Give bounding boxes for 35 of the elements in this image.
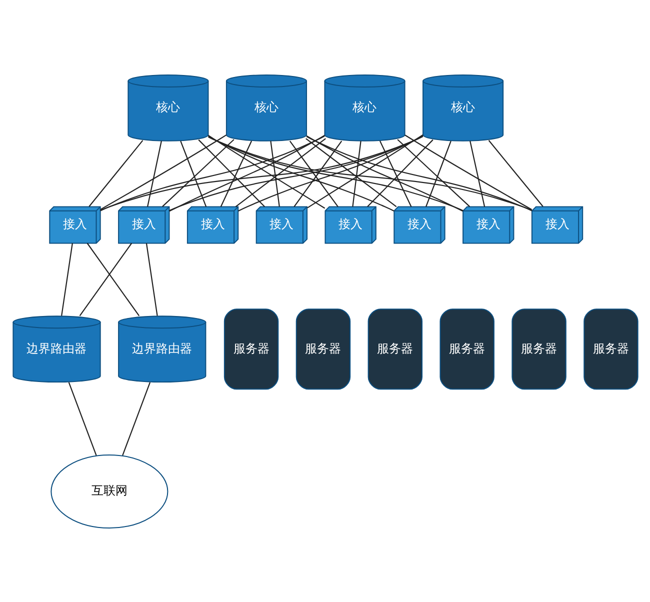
connector — [122, 382, 150, 456]
node-box: 服务器 — [439, 308, 494, 390]
connector — [488, 140, 543, 206]
connector — [207, 134, 325, 208]
connector — [270, 140, 280, 206]
connector — [180, 140, 206, 206]
connector — [146, 140, 162, 206]
node-box: 服务器 — [367, 308, 422, 390]
node-box: 服务器 — [511, 308, 566, 390]
node-box: 服务器 — [295, 308, 350, 390]
node-ellipse: 互联网 — [50, 454, 168, 528]
connector — [88, 140, 143, 206]
node-box: 服务器 — [583, 308, 638, 390]
connector — [100, 134, 226, 210]
node-box: 服务器 — [223, 308, 278, 390]
connector — [366, 138, 433, 207]
connector — [220, 140, 252, 206]
connector — [379, 140, 412, 206]
connector — [78, 242, 132, 316]
connector — [352, 140, 361, 206]
connector — [469, 140, 485, 206]
connector — [305, 138, 396, 207]
connector — [306, 134, 463, 212]
connector — [68, 382, 96, 456]
connector — [425, 140, 451, 206]
connector — [86, 242, 140, 316]
connector — [60, 242, 72, 316]
connector — [234, 138, 326, 207]
connector — [306, 136, 532, 211]
connector — [162, 138, 234, 206]
connector — [306, 134, 423, 208]
connector — [404, 134, 532, 210]
connector — [198, 138, 264, 207]
connector — [396, 138, 470, 206]
connector — [145, 242, 158, 316]
